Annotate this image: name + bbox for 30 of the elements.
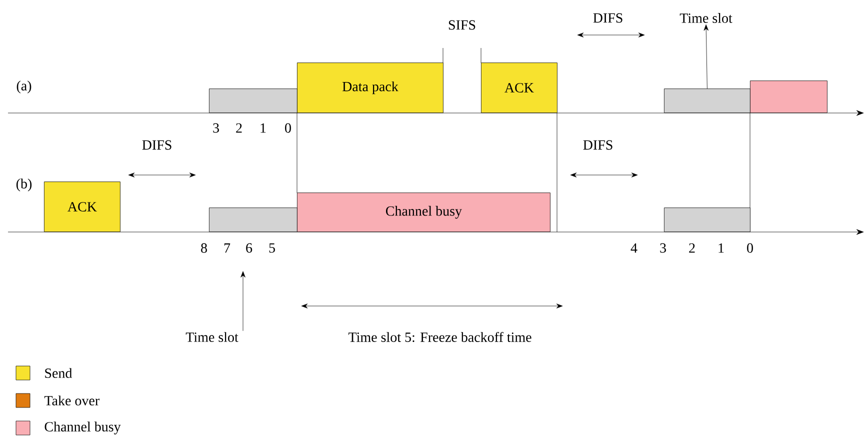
backoff-box: [209, 208, 298, 232]
frame-box: [750, 80, 828, 113]
legend-label: Channel busy: [44, 422, 121, 434]
interval-label: DIFS: [142, 140, 172, 150]
arrow: [704, 24, 708, 89]
backoff-number: 0: [747, 243, 753, 253]
frame-box: ACK: [44, 182, 120, 232]
caption-text: Time slot 5: Freeze backoff time: [348, 332, 532, 342]
frame-box: Data pack: [297, 62, 444, 113]
legend-label: Take over: [44, 396, 100, 406]
backoff-number: 5: [269, 243, 275, 253]
arrow: [240, 271, 246, 332]
backoff-box: [664, 88, 750, 113]
backoff-number: 1: [260, 123, 266, 133]
interval-label: DIFS: [583, 140, 612, 150]
backoff-number: 8: [201, 243, 207, 253]
backoff-box: [664, 208, 750, 232]
interval-label: DIFS: [593, 13, 622, 23]
time-slot-label: Time slot: [680, 13, 732, 23]
backoff-number: 3: [660, 243, 666, 253]
backoff-number: 4: [630, 243, 638, 253]
legend-label: Send: [45, 368, 72, 378]
row-label: (b): [16, 178, 32, 192]
row-label: (a): [16, 80, 32, 94]
frame-box: Channel busy: [297, 192, 550, 232]
time-slot-label: Time slot: [186, 332, 238, 342]
frame-box: ACK: [481, 62, 558, 113]
interval-label: SIFS: [448, 20, 476, 30]
backoff-box: [209, 88, 298, 113]
backoff-number: 0: [285, 123, 291, 133]
